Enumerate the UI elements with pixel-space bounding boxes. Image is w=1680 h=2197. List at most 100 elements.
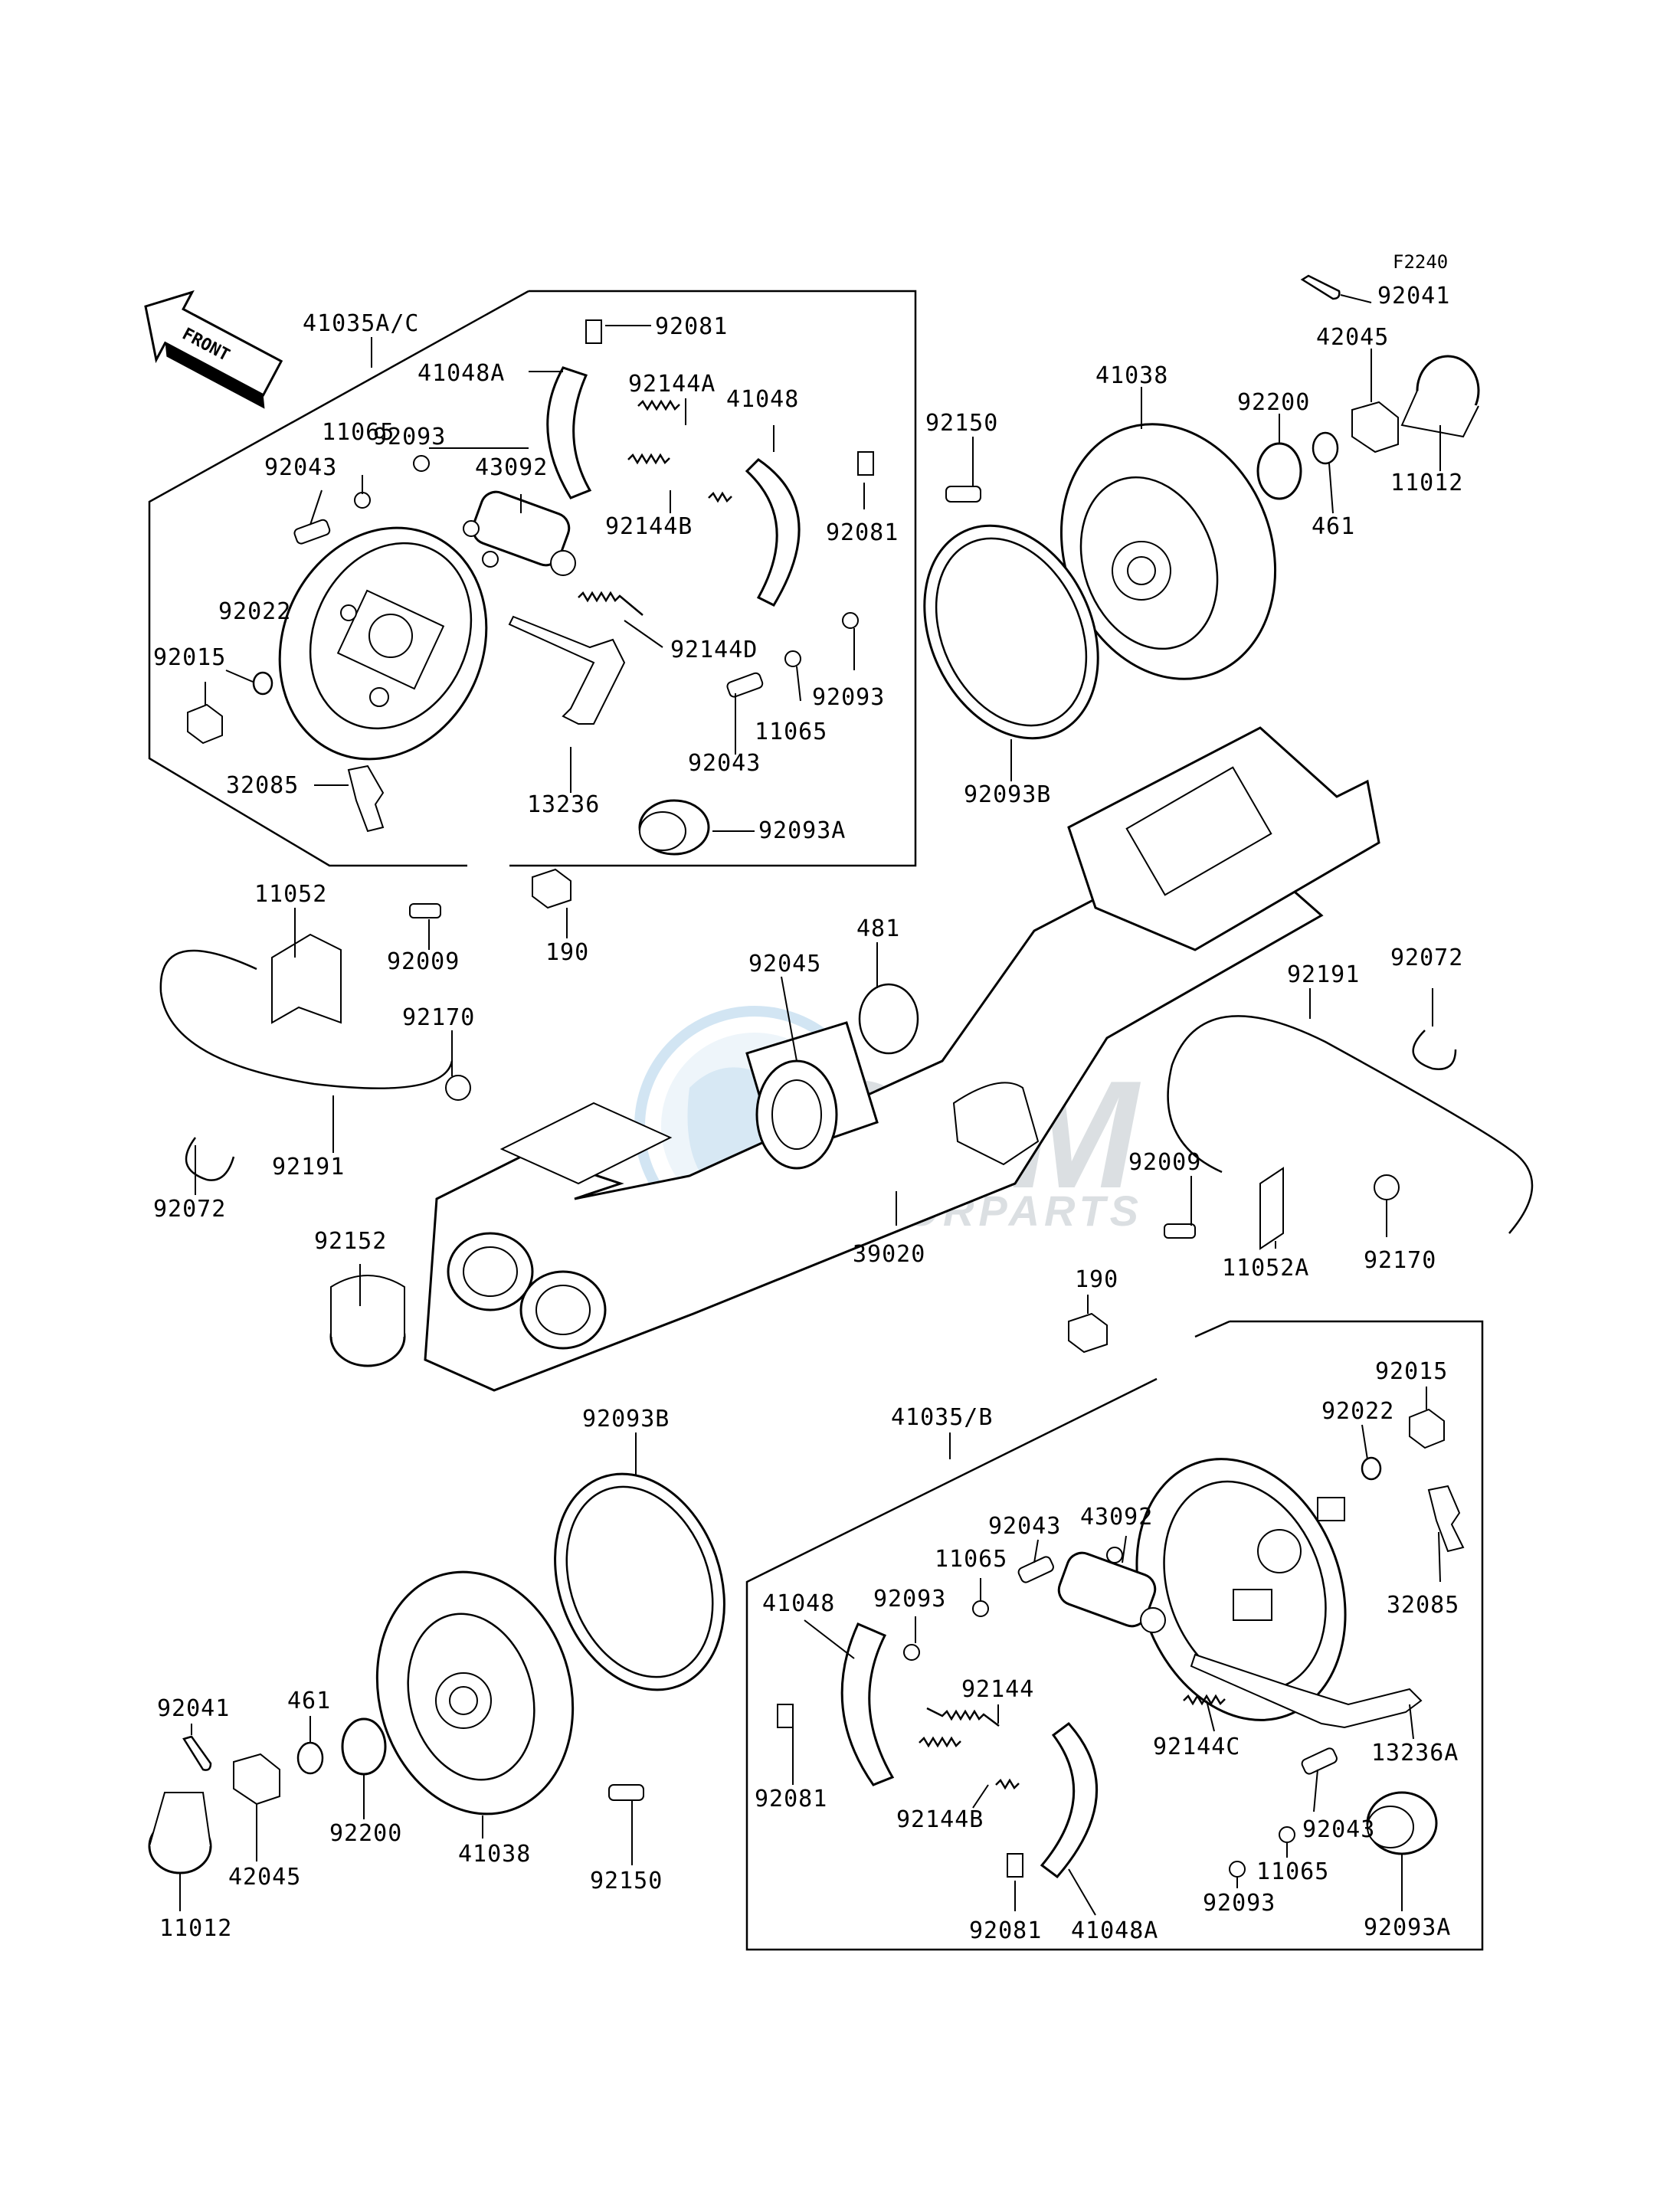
circlip-92022-top: [252, 671, 273, 696]
bolt-92009-left: [409, 903, 441, 918]
label-461-a: 461: [1312, 513, 1355, 540]
label-13236A: 13236A: [1371, 1740, 1459, 1766]
bolt-92150-top: [945, 486, 981, 503]
label-92191-b: 92191: [272, 1154, 345, 1180]
spring-92144A: [637, 399, 680, 411]
label-92093-b: 92093: [812, 684, 885, 711]
label-92093-a: 92093: [373, 424, 446, 450]
brake-shoe-41048-top: [745, 458, 801, 607]
assembly-box-bottom-right: [745, 1320, 1484, 1951]
cap-11012-bottom: [148, 1792, 212, 1874]
circlip-461-top: [1312, 431, 1339, 465]
label-92015-b: 92015: [1375, 1358, 1448, 1385]
label-190-b: 190: [1075, 1266, 1118, 1293]
bolt-92150-bottom: [608, 1784, 644, 1801]
label-42045-a: 42045: [1316, 324, 1389, 351]
pin-92043-top2: [726, 672, 764, 698]
label-92081-a: 92081: [655, 313, 728, 340]
pin-92043-top1: [293, 519, 331, 545]
seal-92093A-top: [638, 799, 710, 856]
circlip-481: [858, 983, 919, 1055]
label-92093B-b: 92093B: [582, 1406, 670, 1432]
label-92093A-b: 92093A: [1364, 1914, 1451, 1941]
label-92144B-b: 92144B: [896, 1806, 984, 1833]
wheel-cylinder-top: [463, 490, 576, 576]
label-92170-b: 92170: [1364, 1247, 1436, 1274]
label-11065-c: 11065: [935, 1546, 1007, 1573]
label-92022-a: 92022: [218, 598, 291, 625]
label-92093A-a: 92093A: [758, 817, 846, 844]
brake-ring-92093B-bottom: [554, 1472, 725, 1691]
drum-41038-top: [1059, 423, 1277, 680]
label-11052: 11052: [254, 881, 327, 908]
clamp-92072-right: [1412, 1030, 1457, 1070]
bleeder-190-bottom: [1068, 1312, 1108, 1354]
label-41035B: 41035/B: [891, 1404, 993, 1431]
bolt-92009-right: [1164, 1223, 1196, 1239]
washer-11065-bottom2: [1279, 1826, 1295, 1843]
label-41048A-b: 41048A: [1071, 1917, 1158, 1944]
bracket-11052: [271, 933, 342, 1024]
label-92009-a: 92009: [387, 948, 460, 975]
label-92072-b: 92072: [153, 1196, 226, 1223]
label-42045-b: 42045: [228, 1864, 301, 1891]
label-92081-b: 92081: [826, 519, 899, 546]
pin-92041-bottom: [182, 1735, 212, 1771]
assembly-box-top-left: [148, 290, 917, 867]
label-92093-d: 92093: [1203, 1890, 1276, 1917]
label-92043-b: 92043: [688, 750, 761, 777]
front-arrow-icon: FRONT: [144, 290, 283, 409]
drum-41038-bottom: [375, 1570, 575, 1816]
label-92043-d: 92043: [1302, 1816, 1375, 1843]
label-92144: 92144: [961, 1676, 1034, 1703]
clip-92170-left: [445, 1075, 471, 1101]
label-41038-b: 41038: [458, 1841, 531, 1868]
label-92043-a: 92043: [264, 454, 337, 481]
label-92015-a: 92015: [153, 644, 226, 671]
sleeve-92152: [329, 1275, 406, 1367]
label-92152: 92152: [314, 1228, 387, 1255]
bracket-32085-top: [347, 765, 385, 833]
clip-92081-bottom1: [777, 1704, 794, 1728]
label-92200-a: 92200: [1237, 389, 1310, 416]
label-39020: 39020: [853, 1241, 925, 1268]
washer-92200-bottom: [341, 1717, 387, 1776]
label-461-b: 461: [287, 1688, 331, 1714]
label-32085-b: 32085: [1387, 1592, 1459, 1619]
pin-92043-bottom1: [1017, 1556, 1054, 1583]
cap-11012-top: [1400, 355, 1480, 438]
clip-92081-top1: [585, 319, 602, 344]
label-92170-a: 92170: [402, 1004, 475, 1031]
label-92081-c: 92081: [755, 1786, 827, 1812]
brake-shoe-41048-bottom: [840, 1622, 895, 1786]
label-92041-a: 92041: [1377, 283, 1450, 309]
clip-92081-bottom2: [1007, 1853, 1023, 1878]
bearing-92045: [745, 1021, 879, 1170]
label-92072-a: 92072: [1390, 945, 1463, 971]
label-92009-b: 92009: [1128, 1149, 1201, 1176]
label-92144A: 92144A: [628, 371, 716, 398]
brake-shoe-41048A-top: [546, 366, 592, 499]
seal-92093A-bottom: [1366, 1791, 1438, 1855]
label-11065-a: 11065: [322, 419, 395, 446]
label-43092-a: 43092: [475, 454, 548, 481]
lever-13236: [508, 615, 626, 725]
wheel-cylinder-bottom: [1057, 1547, 1166, 1633]
brake-hose-92191-right: [1167, 1015, 1534, 1234]
nut-42045-top: [1351, 401, 1399, 453]
lever-13236A: [1190, 1653, 1423, 1729]
bleeder-190-top: [532, 868, 571, 909]
label-11052A: 11052A: [1222, 1255, 1309, 1282]
spring-92144C: [1183, 1694, 1226, 1706]
clip-92081-top2: [857, 451, 874, 476]
brake-shoe-41048A-bottom: [1040, 1721, 1099, 1879]
label-13236: 13236: [527, 791, 600, 818]
label-92041-b: 92041: [157, 1695, 230, 1722]
label-41048-a: 41048: [726, 386, 799, 413]
backing-plate-top: [278, 526, 488, 761]
label-11012-a: 11012: [1390, 470, 1463, 496]
circlip-461-bottom: [296, 1741, 324, 1775]
label-92081-d: 92081: [969, 1917, 1042, 1944]
label-92043-c: 92043: [988, 1513, 1061, 1540]
label-41035AC: 41035A/C: [303, 310, 420, 337]
